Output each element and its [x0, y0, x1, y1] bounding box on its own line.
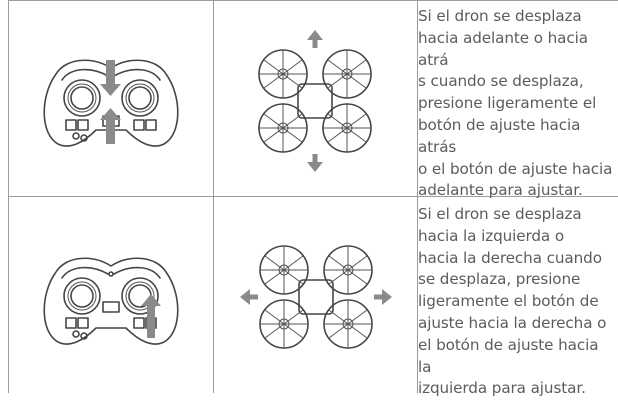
remote-controller-trim-forward-back-icon [43, 59, 179, 147]
table-border-top [8, 0, 618, 1]
row-1-instruction-text: Si el dron se desplaza hacia adelante o … [418, 7, 613, 200]
row-divider [8, 196, 618, 197]
remote-controller-trim-left-right-icon [43, 257, 179, 345]
drone-drift-forward-back-icon [258, 30, 372, 172]
row-2-instruction-text: Si el dron se desplaza hacia la izquierd… [418, 205, 607, 398]
drone-drift-left-right-icon [240, 245, 392, 349]
